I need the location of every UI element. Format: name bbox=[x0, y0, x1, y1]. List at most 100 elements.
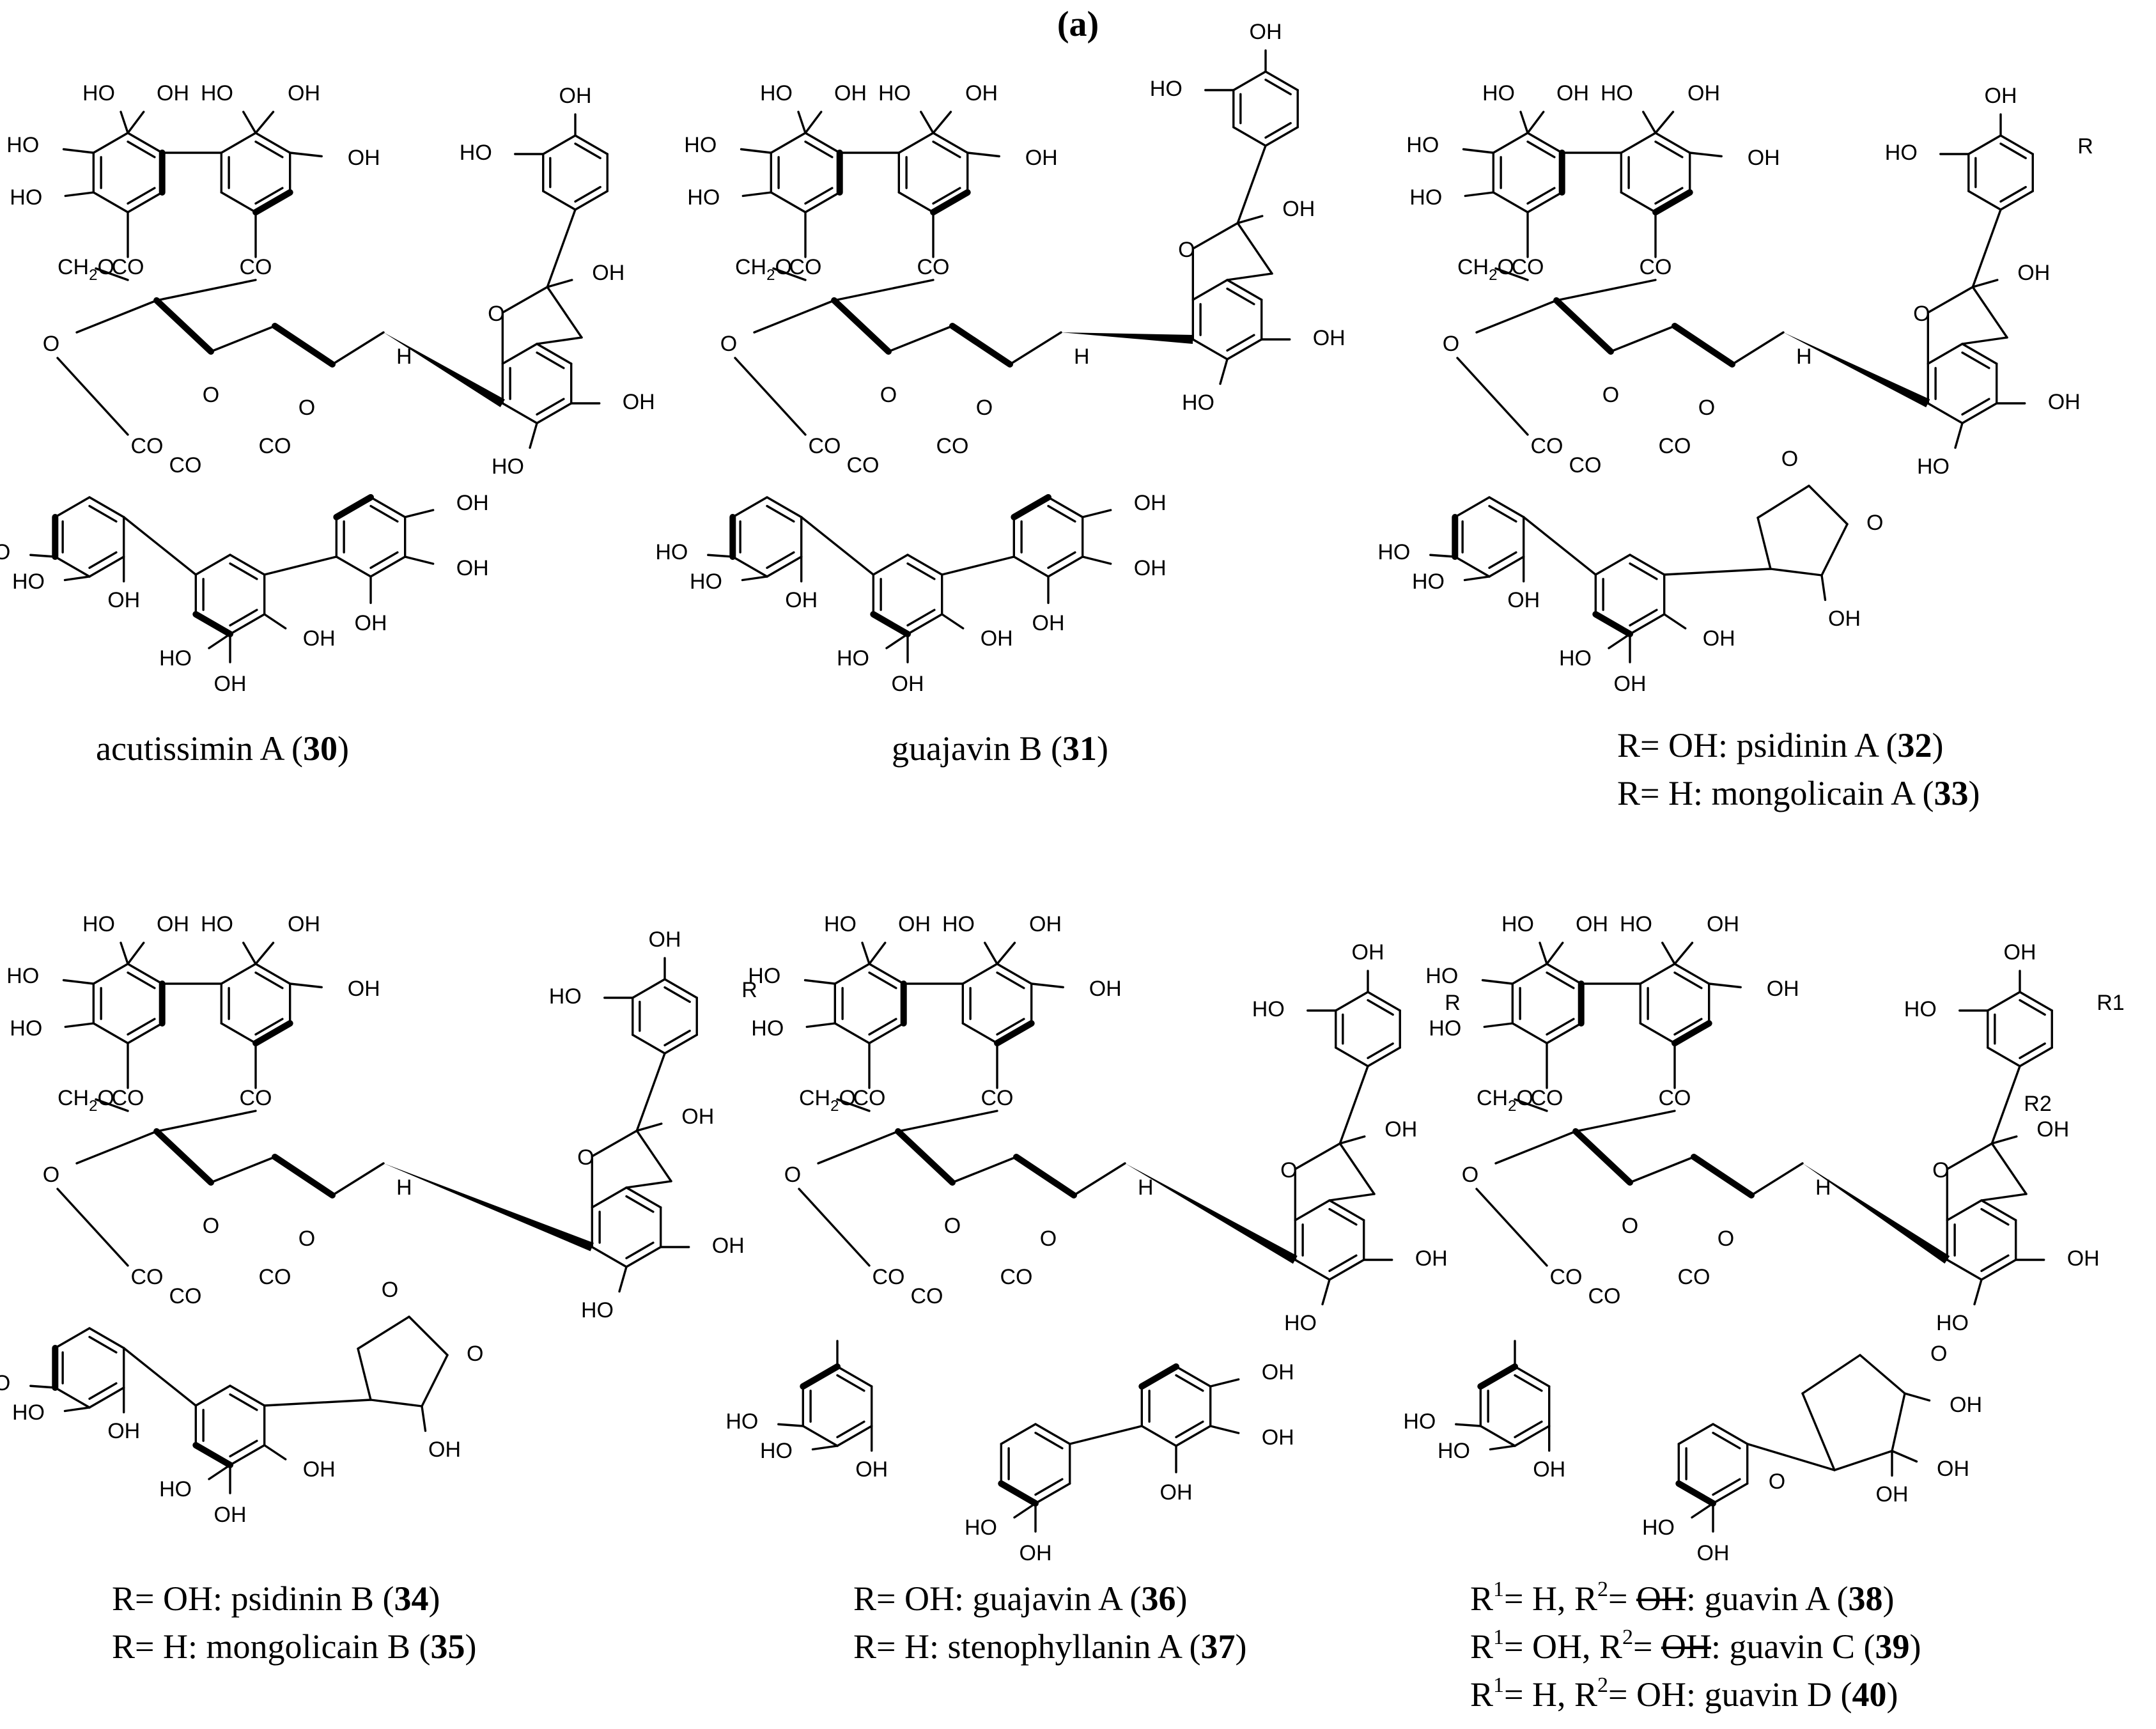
caption-40: R1= H, R2= OH: guavin D (40) bbox=[1470, 1673, 1898, 1714]
wedge-bond bbox=[1675, 1480, 1716, 1507]
atom-label: O bbox=[976, 396, 993, 420]
atom-label: CO bbox=[169, 453, 202, 477]
bond bbox=[421, 1354, 449, 1407]
bond bbox=[536, 336, 583, 345]
hydroxyl-label: HO bbox=[201, 81, 233, 105]
hydroxyl-label: OH bbox=[965, 81, 998, 105]
bond bbox=[868, 1018, 897, 1036]
bond bbox=[1429, 554, 1457, 558]
hydroxyl-label: HO bbox=[12, 1400, 45, 1425]
bond bbox=[369, 551, 399, 570]
hydroxyl-label: OH bbox=[1950, 1393, 1982, 1417]
bond bbox=[127, 187, 156, 205]
bond bbox=[421, 1405, 427, 1432]
bond bbox=[88, 551, 118, 570]
bond bbox=[88, 504, 118, 523]
atom-label: CO bbox=[1659, 1086, 1691, 1110]
bond bbox=[1891, 1392, 1906, 1452]
bond bbox=[1546, 942, 1564, 965]
compound-name: guajavin B bbox=[892, 729, 1043, 768]
bond bbox=[805, 1022, 837, 1028]
bond bbox=[574, 185, 601, 203]
hydroxyl-label: OH bbox=[1687, 81, 1720, 105]
bond bbox=[1946, 1259, 1983, 1281]
bond bbox=[1639, 1022, 1676, 1044]
bond bbox=[1971, 286, 2008, 339]
hydroxyl-label: OH bbox=[107, 588, 140, 612]
hydroxyl-label: HO bbox=[10, 1016, 42, 1041]
hydroxyl-label: OH bbox=[303, 626, 336, 651]
bond bbox=[887, 325, 954, 353]
bond bbox=[546, 286, 583, 339]
bond bbox=[1454, 496, 1491, 518]
bond bbox=[663, 1034, 698, 1055]
bond bbox=[122, 1347, 198, 1407]
hydroxyl-label: OH bbox=[456, 556, 489, 580]
bond bbox=[88, 1386, 125, 1409]
bond bbox=[1328, 1207, 1358, 1226]
atom-label: CO bbox=[872, 1265, 905, 1289]
bond bbox=[868, 1022, 905, 1044]
hydroxyl-label: HO bbox=[1150, 77, 1183, 101]
bond bbox=[127, 1022, 164, 1044]
hydroxyl-label: OH bbox=[1703, 626, 1735, 651]
bond bbox=[335, 555, 372, 578]
bond bbox=[906, 554, 943, 576]
bond bbox=[1891, 1450, 1918, 1463]
compound-number: 37 bbox=[1200, 1627, 1236, 1666]
bond bbox=[1454, 555, 1491, 578]
bond bbox=[861, 942, 871, 965]
atom-label: CO bbox=[809, 434, 841, 458]
wedge-bond bbox=[1691, 1154, 1755, 1198]
bond bbox=[1456, 357, 1529, 436]
bond bbox=[254, 111, 275, 134]
hydroxyl-label: HO bbox=[82, 81, 115, 105]
bond bbox=[734, 357, 807, 436]
bond bbox=[1492, 191, 1529, 213]
bond bbox=[1526, 111, 1545, 134]
bond bbox=[95, 267, 129, 281]
bond bbox=[625, 1180, 672, 1189]
hydroxyl-label: OH bbox=[681, 1105, 714, 1129]
hydroxyl-label: OH bbox=[303, 1457, 336, 1482]
bond bbox=[1927, 402, 1964, 424]
caption-35: R= H: mongolicain B (35) bbox=[112, 1627, 477, 1666]
hydroxyl-label: OH bbox=[157, 81, 189, 105]
atom-label: H bbox=[1815, 1175, 1831, 1200]
methylene-label: CH2O bbox=[58, 1086, 114, 1115]
hydroxyl-label: HO bbox=[549, 984, 582, 1009]
bond bbox=[804, 132, 841, 154]
atom-label: O bbox=[1769, 1469, 1785, 1494]
bond bbox=[1712, 1431, 1741, 1450]
bond bbox=[1514, 1374, 1543, 1392]
wedge-bond bbox=[272, 323, 336, 368]
hydroxyl-label: HO bbox=[1501, 912, 1534, 936]
hydroxyl-label: OH bbox=[559, 84, 592, 108]
bond bbox=[1483, 1022, 1514, 1028]
bond bbox=[1927, 286, 1974, 314]
bond bbox=[546, 279, 573, 288]
bond bbox=[2019, 991, 2053, 1012]
compound-name: mongolicain B bbox=[206, 1627, 410, 1666]
atom-label: CO bbox=[240, 1086, 272, 1110]
bond bbox=[632, 978, 666, 999]
bond bbox=[1663, 568, 1772, 576]
bond bbox=[229, 1439, 258, 1458]
hydroxyl-label: HO bbox=[0, 1371, 10, 1395]
methylene-label: CH2O bbox=[735, 255, 792, 284]
hydroxyl-label: OH bbox=[2017, 261, 2050, 285]
compound-number: 40 bbox=[1852, 1675, 1887, 1714]
bond bbox=[1859, 1354, 1906, 1395]
bond bbox=[897, 1110, 998, 1133]
bond bbox=[64, 1022, 95, 1028]
bond bbox=[1488, 504, 1517, 523]
bond bbox=[1514, 1365, 1551, 1388]
bond bbox=[1546, 963, 1583, 985]
hydroxyl-label: OH bbox=[1876, 1482, 1909, 1507]
bond bbox=[546, 208, 577, 288]
bond bbox=[1464, 191, 1495, 198]
wedge-bond bbox=[272, 1154, 336, 1198]
methylene-label: CH2O bbox=[1477, 1086, 1533, 1115]
bond bbox=[542, 134, 577, 155]
